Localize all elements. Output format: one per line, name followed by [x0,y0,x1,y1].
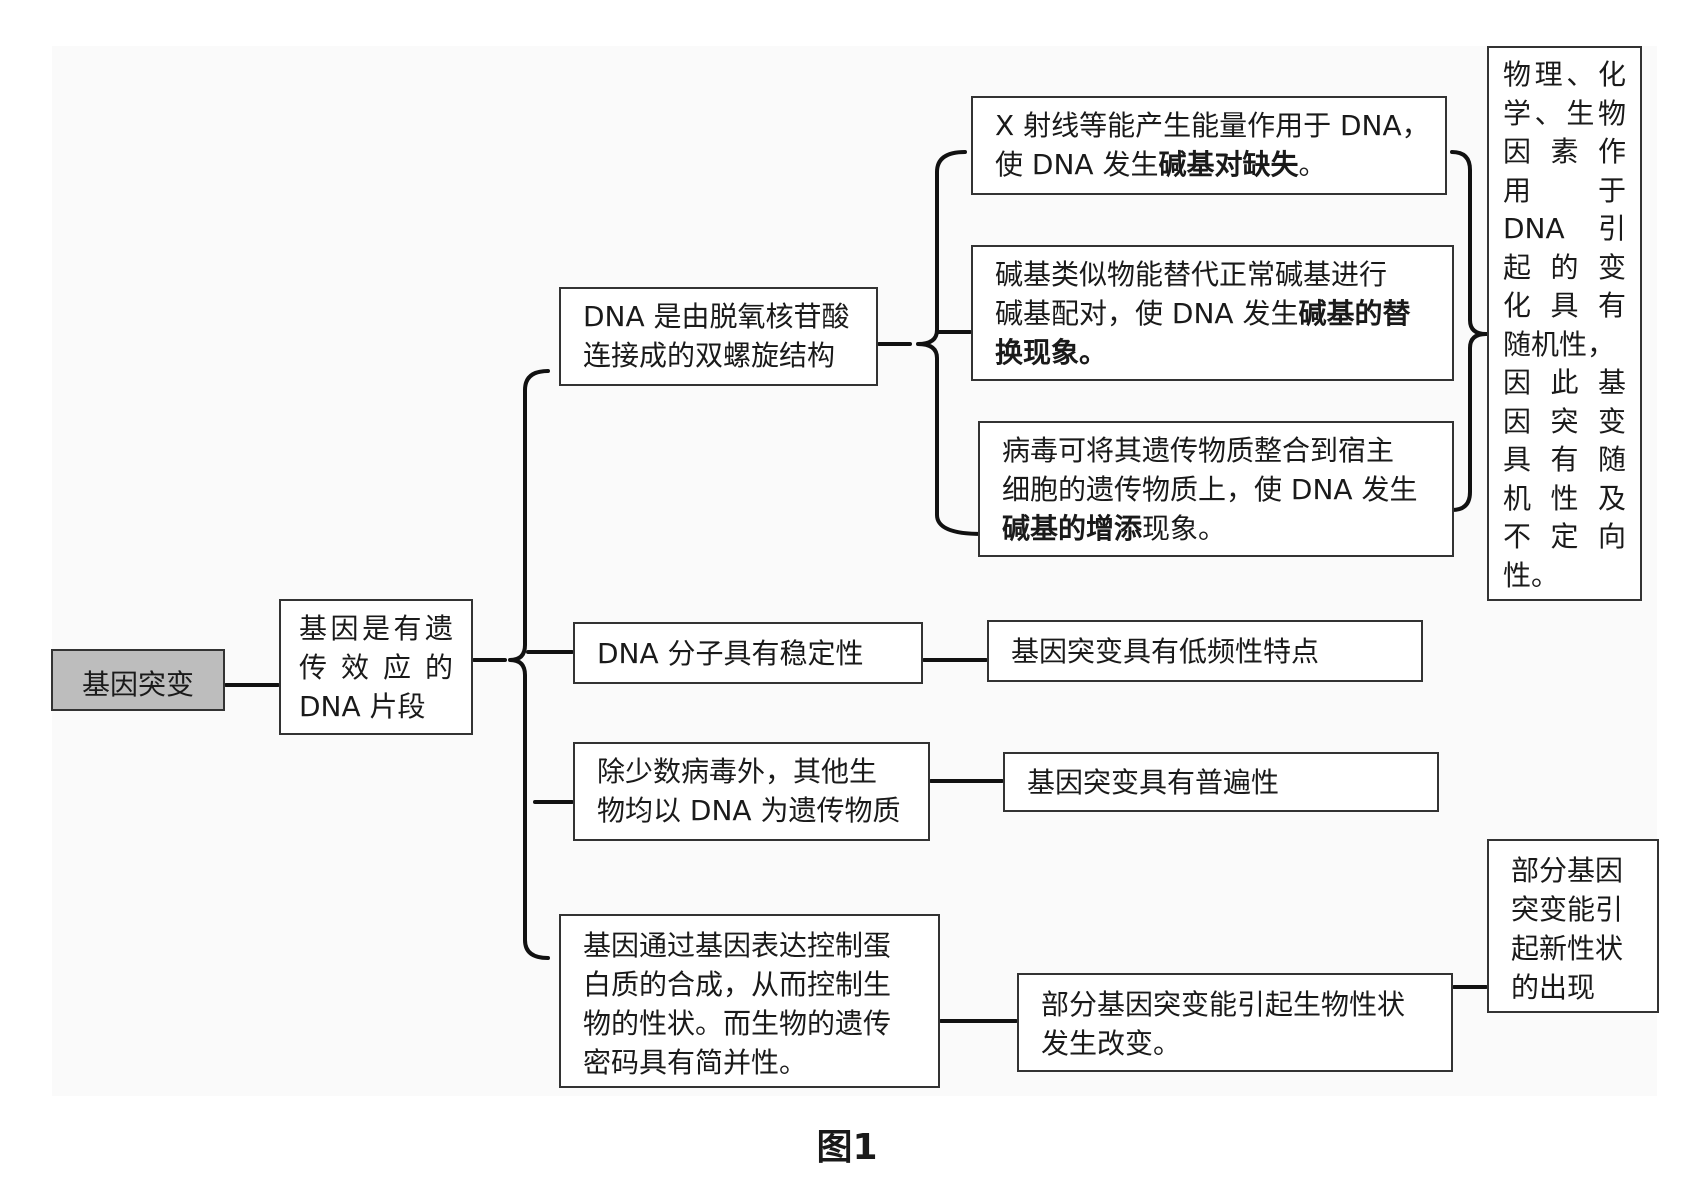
partial-trait-line-1: 部分基因突变能引起生物性状 [1041,988,1406,1021]
analog-line-1: 碱基类似物能替代正常碱基进行 [995,258,1388,291]
node-low-frequency: 基因突变具有低频性特点 [987,620,1423,682]
analog-line-2: 碱基配对，使 DNA 发生碱基的替 [995,294,1430,333]
random-mutation-line-14: 性。 [1503,558,1560,592]
node-virus-insertion: 病毒可将其遗传物质整合到宿主 细胞的遗传物质上，使 DNA 发生 碱基的增添现象… [978,421,1454,557]
new-trait-line-3: 起新性状 [1511,932,1624,965]
node-base-analog-substitution: 碱基类似物能替代正常碱基进行 碱基配对，使 DNA 发生碱基的替 换现象。 [971,245,1454,381]
double-helix-line-1: DNA 是由脱氧核苷酸 [583,300,850,333]
node-random-mutation: 物理、化学、生物因素作用 于 DNA 引起的变化具有随机性， 因此基因突变具有随机性… [1487,46,1642,601]
analog-text: 碱基配对，使 DNA 发生 [995,297,1299,330]
universal-cause-line-1: 除少数病毒外，其他生 [597,755,878,788]
analog-line-3: 换现象。 [995,333,1430,372]
universality-label: 基因突变具有普遍性 [1027,766,1280,799]
virus-line-1: 病毒可将其遗传物质整合到宿主 [1002,434,1395,467]
low-frequency-label: 基因突变具有低频性特点 [1011,635,1320,668]
figure-caption: 图1 [816,1127,878,1168]
gene-expression-line-2: 白质的合成，从而控制生 [583,968,892,1001]
node-xray-deletion: X 射线等能产生能量作用于 DNA， 使 DNA 发生碱基对缺失。 [971,96,1447,195]
node-gene-expression: 基因通过基因表达控制蛋 白质的合成，从而控制生 物的性状。而生物的遗传 密码具有… [559,914,940,1088]
gene-definition-line-1: 基因是有遗 [299,612,453,645]
random-mutation-line-11: 具有随 [1503,443,1626,476]
virus-emphasis: 碱基的增添 [1002,512,1143,545]
virus-text: 现象。 [1142,512,1227,545]
random-mutation-line-4: 用 于 [1503,173,1626,207]
gene-expression-line-4: 密码具有简并性。 [583,1046,808,1079]
new-trait-line-2: 突变能引 [1511,893,1624,926]
node-universality: 基因突变具有普遍性 [1003,752,1439,812]
random-mutation-line-1: 物理、化 [1503,58,1626,91]
random-mutation-line-3: 因素作 [1503,135,1626,168]
xray-line-2: 使 DNA 发生碱基对缺失。 [995,145,1423,184]
gene-expression-line-1: 基因通过基因表达控制蛋 [583,929,892,962]
virus-line-2: 细胞的遗传物质上，使 DNA 发生 [1002,473,1418,506]
random-mutation-line-6: 起的变 [1503,250,1626,284]
gene-expression-line-3: 物的性状。而生物的遗传 [583,1007,892,1040]
xray-text: 使 DNA 发生 [995,148,1159,181]
xray-emphasis: 碱基对缺失 [1158,148,1299,181]
random-mutation-line-5: DNA 引 [1503,212,1626,245]
node-partial-trait-change: 部分基因突变能引起生物性状 发生改变。 [1017,973,1453,1072]
double-helix-line-2: 连接成的双螺旋结构 [583,339,836,372]
virus-line-3: 碱基的增添现象。 [1002,509,1430,548]
node-universal-cause: 除少数病毒外，其他生 物均以 DNA 为遗传物质 [573,742,930,841]
node-gene-definition: 基因是有遗 传效应的 DNA 片段 [279,599,473,735]
gene-definition-line-3: DNA 片段 [299,690,426,723]
random-mutation-line-13: 不定向 [1503,520,1626,553]
new-trait-line-1: 部分基因 [1511,854,1624,887]
random-mutation-line-2: 学、生物 [1503,96,1626,130]
random-mutation-line-12: 机性及 [1503,481,1626,515]
root-node-gene-mutation: 基因突变 [51,649,225,711]
random-mutation-line-8: 随机性， [1503,327,1616,361]
gene-definition-line-2: 传效应的 [299,651,453,684]
node-new-trait: 部分基因突变能引起新性状的出现 [1487,839,1659,1013]
root-label: 基因突变 [81,668,194,701]
xray-period: 。 [1298,148,1327,181]
universal-cause-line-2: 物均以 DNA 为遗传物质 [597,794,901,827]
analog-emphasis-1: 碱基的替 [1298,297,1411,330]
xray-line-1: X 射线等能产生能量作用于 DNA， [995,109,1430,142]
new-trait-line-4: 的出现 [1511,971,1596,1004]
dna-stability-label: DNA 分子具有稳定性 [597,637,864,670]
node-double-helix: DNA 是由脱氧核苷酸 连接成的双螺旋结构 [559,287,878,386]
random-mutation-line-7: 化具有 [1503,289,1626,322]
analog-emphasis-2: 换现象。 [995,336,1108,369]
node-dna-stability: DNA 分子具有稳定性 [573,622,923,684]
random-mutation-line-9: 因此基 [1503,366,1626,399]
partial-trait-line-2: 发生改变。 [1041,1027,1182,1060]
random-mutation-line-10: 因突变 [1503,404,1626,438]
